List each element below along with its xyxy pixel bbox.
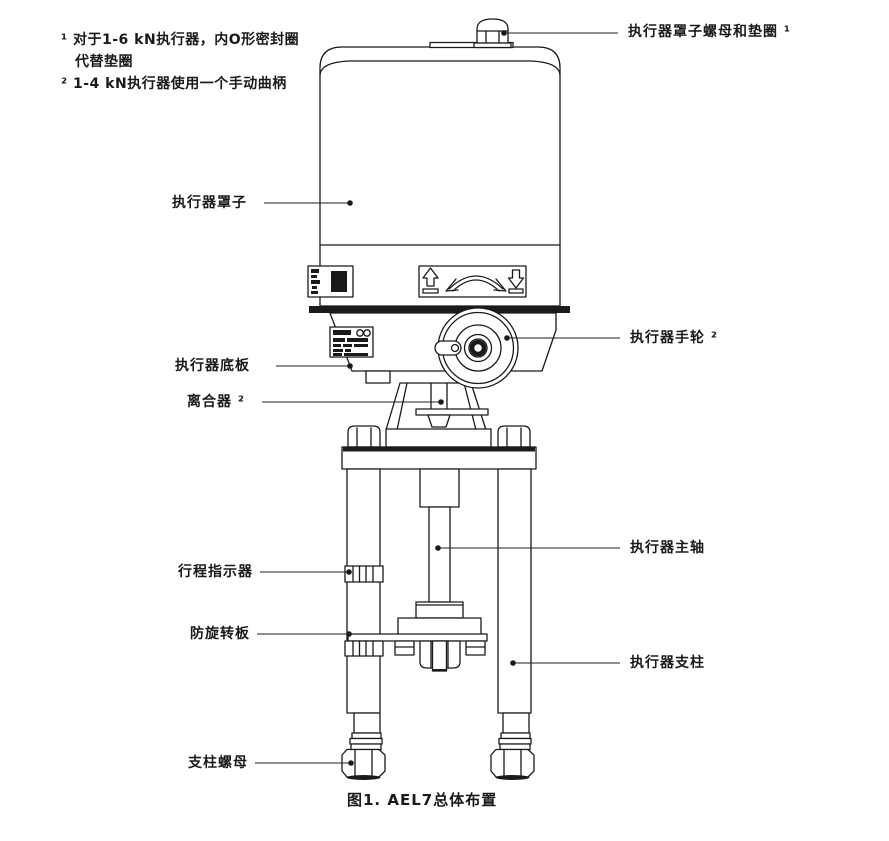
curved-arrow-icon bbox=[445, 275, 507, 292]
pillar-clamp bbox=[344, 640, 384, 657]
footnote-2: ² 1-4 kN执行器使用一个手动曲柄 bbox=[61, 76, 287, 92]
travel-indicator bbox=[344, 565, 384, 583]
footnote-1-line-1: ¹ 对于1-6 kN执行器，内O形密封圈 bbox=[61, 32, 300, 48]
clutch bbox=[415, 382, 489, 428]
coupling-assembly bbox=[344, 601, 488, 672]
footnotes: ¹ 对于1-6 kN执行器，内O形密封圈 代替垫圈 ² 1-4 kN执行器使用一… bbox=[61, 29, 299, 95]
label-base-plate: 执行器底板 bbox=[175, 358, 250, 374]
coupling-bolt bbox=[465, 640, 486, 656]
handwheel-direction-indicator bbox=[418, 265, 527, 298]
right-pillar bbox=[497, 468, 532, 714]
footnote-1-line-2: 代替垫圈 bbox=[75, 54, 133, 70]
label-anti-rotation-plate: 防旋转板 bbox=[190, 626, 250, 642]
label-handwheel: 执行器手轮 ² bbox=[630, 330, 719, 346]
up-arrow-icon bbox=[422, 267, 439, 287]
cover-nut bbox=[473, 18, 512, 49]
actuator-pillars bbox=[346, 468, 532, 714]
pillar-nut bbox=[341, 748, 386, 778]
actuator-cover bbox=[319, 46, 561, 307]
handwheel bbox=[434, 307, 519, 389]
pillar-feet bbox=[341, 712, 535, 780]
label-travel-indicator: 行程指示器 bbox=[178, 564, 253, 580]
label-cover-nut: 执行器罩子螺母和垫圈 ¹ bbox=[628, 24, 792, 40]
label-pillar-nut: 支柱螺母 bbox=[188, 755, 248, 771]
cover-top-plateau bbox=[429, 41, 514, 49]
label-pillar: 执行器支柱 bbox=[630, 655, 705, 671]
label-clutch: 离合器 ² bbox=[186, 394, 245, 410]
anti-rotation-plate bbox=[347, 633, 488, 642]
pillar-nut bbox=[490, 748, 535, 778]
handwheel-crank-handle bbox=[434, 340, 462, 356]
pillar-top-bolt bbox=[497, 425, 531, 448]
actuator-spindle bbox=[419, 468, 460, 603]
top-plate bbox=[341, 425, 537, 470]
down-arrow-icon bbox=[507, 269, 525, 289]
nameplate bbox=[329, 326, 374, 358]
cover-rim-band bbox=[309, 306, 570, 313]
figure-caption: 图1. AEL7总体布置 bbox=[347, 791, 498, 809]
label-spindle: 执行器主轴 bbox=[630, 540, 705, 556]
coupling-bolt bbox=[394, 640, 415, 656]
left-pillar bbox=[346, 468, 381, 714]
cover-code-label bbox=[307, 265, 354, 298]
label-cover: 执行器罩子 bbox=[172, 195, 247, 211]
pillar-top-bolt bbox=[347, 425, 381, 448]
leader-lines bbox=[255, 30, 620, 766]
